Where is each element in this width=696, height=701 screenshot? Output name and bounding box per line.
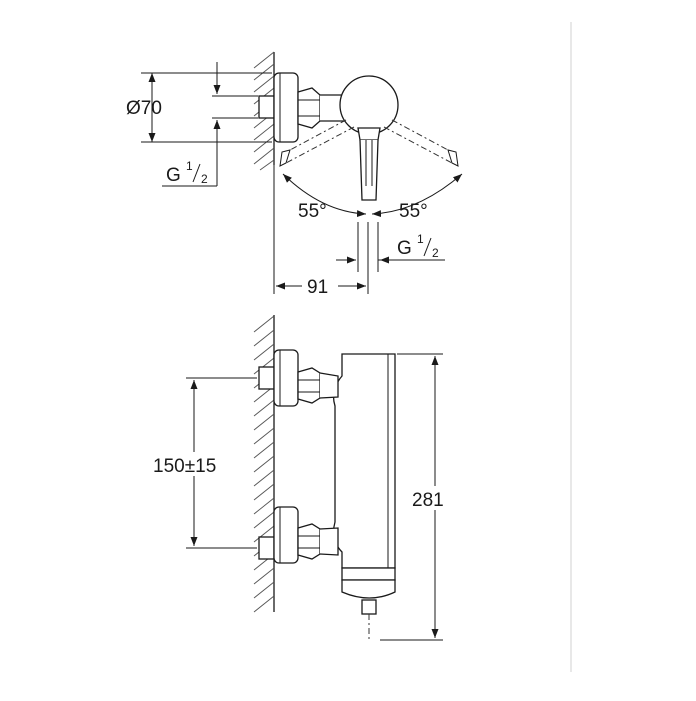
spout-collar	[341, 579, 396, 599]
diameter-dimension	[141, 72, 272, 143]
lower-connection	[258, 506, 339, 564]
offset-dimension	[273, 165, 369, 294]
thread-top-numerator: 1	[186, 159, 193, 173]
lever-swing-right	[383, 119, 459, 167]
mixer-body-top	[339, 75, 399, 135]
height-label-bg	[410, 486, 458, 510]
thread-top-dimension	[162, 62, 258, 187]
lever-swing-left	[279, 119, 355, 167]
spacing-label: 150±15	[153, 456, 216, 477]
angle-left-label: 55°	[298, 201, 327, 222]
thread-bottom-dimension	[336, 222, 445, 272]
thread-bottom-denominator: 2	[432, 246, 439, 260]
wall-front	[253, 315, 275, 613]
spacing-label-bg	[150, 452, 236, 476]
angle-arc-left	[282, 173, 367, 218]
diameter-label: Ø70	[126, 98, 162, 119]
angle-right-label: 55°	[399, 201, 428, 222]
thread-bottom-numerator: 1	[417, 232, 424, 246]
top-view: Ø70 G 1 2 55° 55° G 1 2	[126, 51, 463, 298]
angle-arc-right	[371, 173, 463, 218]
offset-label: 91	[307, 277, 328, 298]
front-view: 150±15 281	[150, 315, 458, 641]
inlet-pipe-top	[258, 95, 275, 119]
thread-bottom-letter: G	[397, 238, 412, 259]
mixer-body-front	[332, 353, 396, 569]
thread-top-letter: G	[166, 165, 181, 186]
spout-nozzle	[361, 599, 377, 615]
lever-top	[357, 127, 381, 201]
escutcheon-top	[273, 72, 299, 143]
height-label: 281	[412, 490, 444, 511]
thread-top-denominator: 2	[201, 172, 208, 186]
body-cap	[341, 567, 396, 581]
upper-connection	[258, 349, 339, 407]
offset-label-bg	[302, 276, 338, 296]
hex-nut-top	[297, 87, 321, 129]
